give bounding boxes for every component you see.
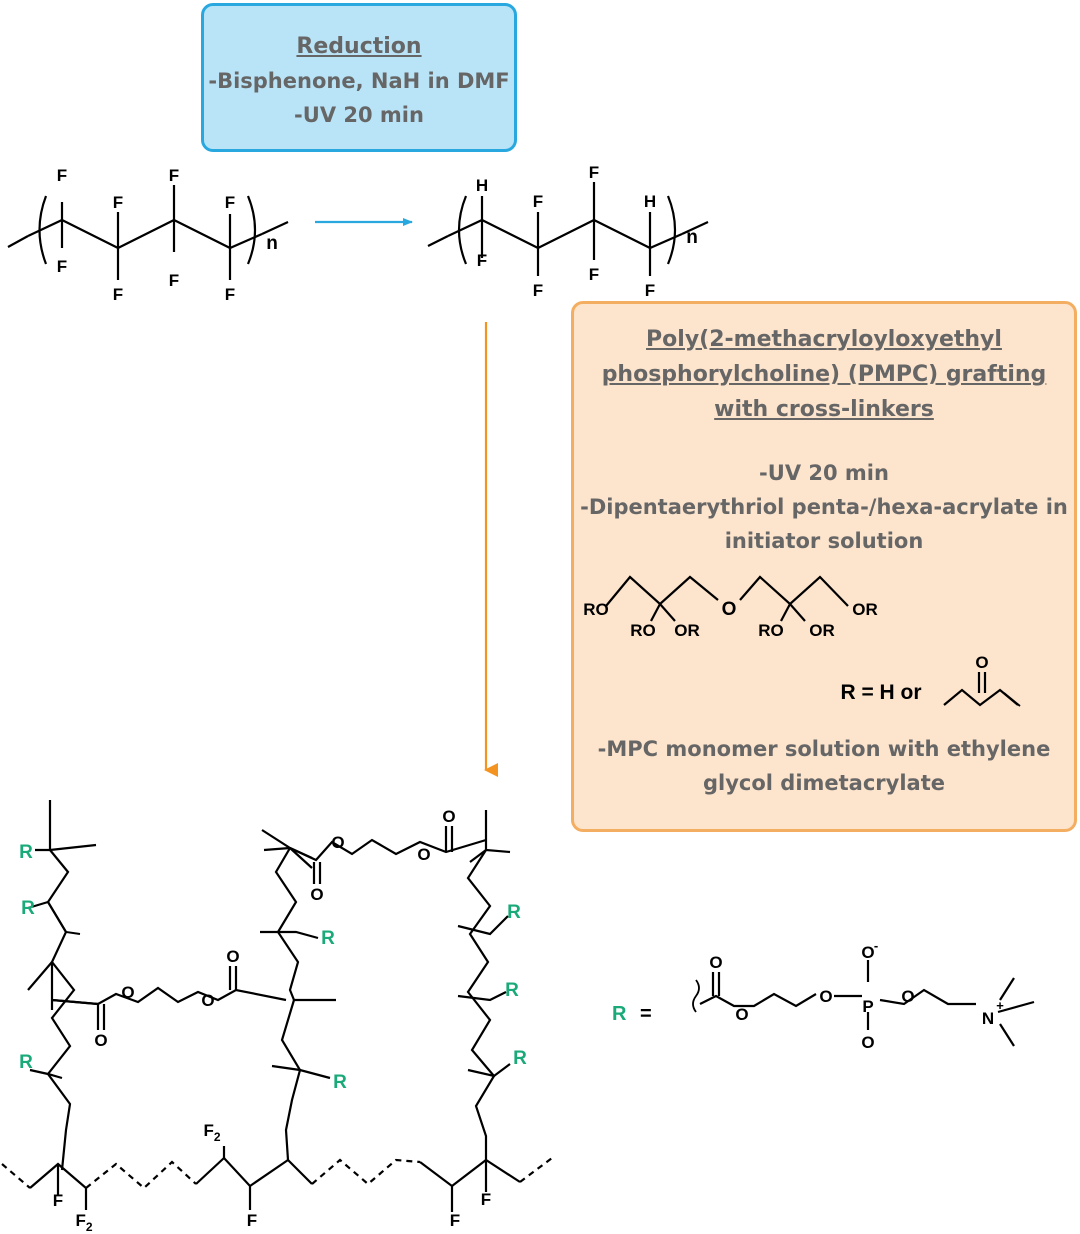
atom-label: F — [169, 271, 179, 290]
grafted-network-labels: O O O O O O O O F F F F F2 F2 — [53, 807, 491, 1234]
atom-label: F — [481, 1190, 491, 1209]
atom-label: F — [57, 257, 67, 276]
repeat-n: n — [266, 233, 278, 254]
atom-label: O — [861, 1033, 874, 1052]
atom-label: O — [861, 943, 874, 962]
r-group-label: R — [505, 980, 519, 1001]
atom-label: OR — [852, 600, 878, 619]
r-group-label: R — [19, 842, 33, 863]
atom-label: OR — [674, 621, 700, 640]
atom-label: F — [203, 1121, 213, 1140]
reduction-step: -Bisphenone, NaH in DMF — [208, 69, 510, 93]
atom-label: H — [644, 192, 656, 211]
atom-label: O — [331, 833, 344, 852]
atom-label: OR — [809, 621, 835, 640]
ptfe-structure — [7, 185, 289, 280]
subscript: 2 — [86, 1220, 93, 1234]
atom-label: N — [982, 1009, 994, 1028]
atom-label-f2: F2 — [203, 1121, 220, 1144]
mpc-labels: O O O P O - O O N + — [709, 938, 1004, 1052]
monomer-line: glycol dimetacrylate — [702, 771, 945, 795]
chain-end-bond — [7, 235, 29, 248]
grafting-step: initiator solution — [724, 529, 924, 553]
atom-label: F — [589, 265, 599, 284]
atom-label: O — [310, 885, 323, 904]
grafting-title: Poly(2-methacryloyloxyethyl phosphorylch… — [574, 322, 1074, 427]
atom-label: O — [709, 953, 722, 972]
atom-label: F — [225, 285, 235, 304]
atom-label: F — [589, 163, 599, 182]
grafting-title-line: with cross-linkers — [714, 397, 934, 422]
atom-label: O — [442, 807, 455, 826]
grafting-title-line: phosphorylcholine) (PMPC) grafting — [601, 362, 1047, 387]
atom-label: O — [94, 1031, 107, 1050]
r-group-label: R — [333, 1072, 347, 1093]
r-label: R — [612, 1003, 627, 1025]
atom-label: F — [225, 193, 235, 212]
r-group-definition: R = — [612, 1003, 652, 1025]
grafted-network-structure — [1, 800, 553, 1212]
atom-label: F — [247, 1211, 257, 1230]
charge-label: - — [874, 938, 878, 953]
crosslinker-labels: RO RO OR O RO OR OR O R = H or — [583, 599, 988, 704]
atom-label: O — [121, 983, 134, 1002]
repeat-n: n — [686, 227, 698, 248]
r-group-label: R — [507, 902, 521, 923]
r-group-label: R — [19, 1052, 33, 1073]
atom-label: O — [226, 947, 239, 966]
reduced-polymer-labels: H F F F F F H F n — [476, 163, 698, 300]
charge-label: + — [996, 998, 1004, 1013]
atom-label: O — [417, 845, 430, 864]
r-group-label: R — [513, 1048, 527, 1069]
grafting-step: -UV 20 min — [759, 461, 889, 485]
atom-label: F — [450, 1211, 460, 1230]
atom-label: O — [201, 991, 214, 1010]
reduction-box: Reduction -Bisphenone, NaH in DMF -UV 20… — [201, 3, 517, 152]
atom-label: F — [57, 166, 67, 185]
atom-label: RO — [758, 621, 784, 640]
r-equals: = — [640, 1003, 652, 1025]
monomer-solution: -MPC monomer solution with ethylene glyc… — [574, 732, 1074, 800]
grafting-box: Poly(2-methacryloyloxyethyl phosphorylch… — [571, 301, 1077, 832]
atom-label: RO — [583, 600, 609, 619]
monomer-line: -MPC monomer solution with ethylene — [597, 737, 1051, 761]
atom-label: F — [113, 193, 123, 212]
atom-label: F — [169, 166, 179, 185]
atom-label: O — [975, 653, 988, 672]
atom-label: RO — [630, 621, 656, 640]
r-group-label: R — [321, 928, 335, 949]
atom-label: F — [533, 281, 543, 300]
atom-label: H — [476, 176, 488, 195]
reduced-polymer-structure — [427, 182, 709, 276]
r-group-label: R — [21, 898, 35, 919]
reduction-step: -UV 20 min — [294, 103, 424, 127]
atom-label: F — [533, 192, 543, 211]
ptfe-labels: F F F F F F F F n — [57, 166, 278, 304]
subscript: 2 — [214, 1130, 221, 1144]
crosslinker-structure — [605, 575, 1021, 707]
atom-label: F — [477, 251, 487, 270]
atom-label: O — [901, 987, 914, 1006]
atom-label: O — [722, 599, 737, 620]
atom-label: F — [113, 285, 123, 304]
atom-label: F — [645, 281, 655, 300]
mpc-structure — [692, 960, 1035, 1047]
atom-label: F — [53, 1191, 63, 1210]
r-group-labels: R R R R R R R R — [19, 842, 527, 1093]
grafting-title-line: Poly(2-methacryloyloxyethyl — [646, 327, 1002, 352]
reduction-title: Reduction — [296, 34, 422, 59]
grafting-steps: -UV 20 min -Dipentaerythriol penta-/hexa… — [574, 456, 1074, 558]
r-definition: R = H or — [840, 681, 921, 704]
atom-label: P — [862, 997, 873, 1016]
atom-label-f2: F2 — [75, 1211, 92, 1234]
atom-label: O — [735, 1005, 748, 1024]
atom-label: F — [75, 1211, 85, 1230]
atom-label: O — [819, 987, 832, 1006]
grafting-step: -Dipentaerythriol penta-/hexa-acrylate i… — [580, 495, 1068, 519]
